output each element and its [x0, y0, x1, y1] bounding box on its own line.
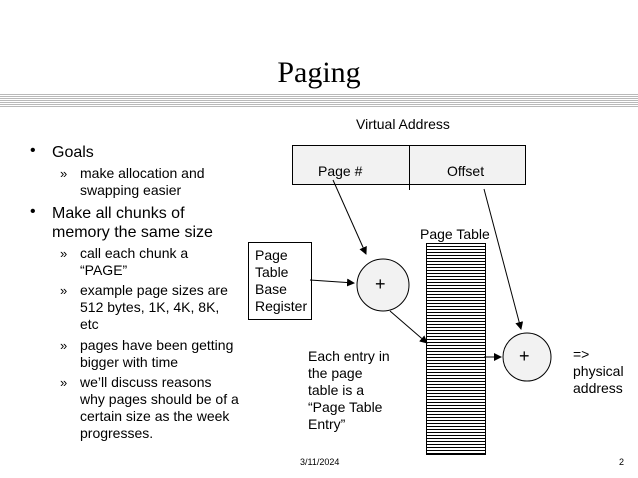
arrow-adder-to-page-table — [389, 310, 428, 344]
page-table-base-register: Page Table Base Register — [248, 242, 312, 320]
sub-bullet-icon: » — [60, 246, 68, 261]
adder-circle-1 — [356, 258, 410, 312]
sub-bullet-icon: » — [60, 338, 68, 353]
page-number-label: Page # — [318, 163, 363, 179]
bullet-icon: • — [30, 203, 36, 220]
page-number: 2 — [619, 457, 625, 467]
adder-plus-1: + — [375, 274, 386, 294]
footer-date: 3/11/2024 — [300, 457, 340, 467]
offset-label: Offset — [447, 163, 485, 179]
page-table-label: Page Table — [420, 226, 490, 242]
slide-title: Paging — [277, 56, 361, 89]
arrow-ptbr-to-adder — [309, 278, 355, 287]
sub-bullet-icon: » — [60, 283, 68, 298]
bullet-icon: • — [30, 142, 36, 159]
bullet-goals: Goals — [52, 144, 94, 161]
sub-bullet-bigger: pages have been getting bigger with time — [80, 337, 234, 370]
arrow-offset-to-adder — [483, 188, 524, 330]
sub-bullet-reasons: we’ll discuss reasons why pages should b… — [80, 374, 239, 441]
page-table-entry-note: Each entry in the page table is a “Page … — [308, 348, 390, 432]
sub-bullet-allocation: make allocation and swapping easier — [80, 165, 205, 198]
bullet-same-size: Make all chunks of memory the same size — [52, 205, 213, 241]
adder-circle-2 — [502, 332, 552, 382]
adder-plus-2: + — [519, 346, 530, 366]
physical-address-label: => physical address — [573, 346, 624, 396]
title-decoration — [0, 94, 638, 108]
arrow-page-number-to-adder — [332, 179, 367, 255]
page-table — [426, 243, 486, 455]
virtual-address-label: Virtual Address — [356, 116, 450, 132]
sub-bullet-sizes: example page sizes are 512 bytes, 1K, 4K… — [80, 282, 228, 332]
sub-bullet-icon: » — [60, 166, 68, 181]
virtual-address-divider — [409, 145, 410, 190]
sub-bullet-icon: » — [60, 375, 68, 390]
sub-bullet-page: call each chunk a “PAGE” — [80, 245, 189, 278]
ptbr-label: Page Table Base Register — [255, 247, 308, 314]
